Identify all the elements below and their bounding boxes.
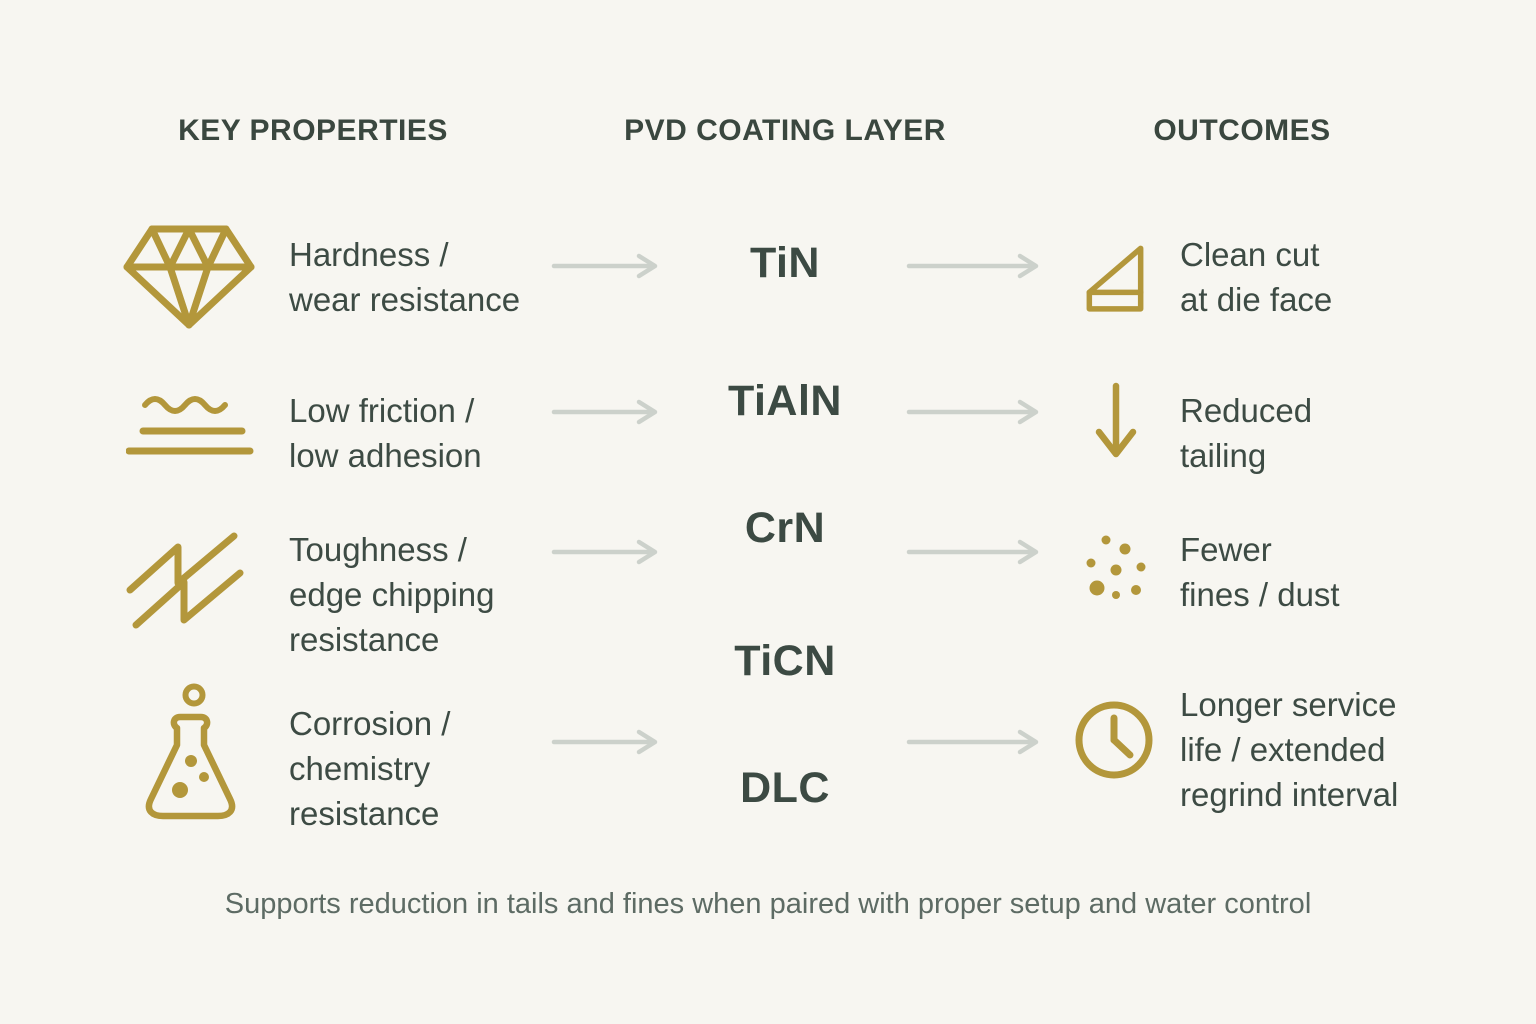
dust-dots-icon bbox=[1072, 524, 1156, 613]
property-label-toughness: Toughness / edge chipping resistance bbox=[289, 531, 495, 658]
flow-arrow-icon bbox=[906, 538, 1042, 571]
column-header-outcomes: OUTCOMES bbox=[1153, 114, 1331, 147]
flask-icon bbox=[132, 682, 250, 829]
property-label-corrosion: Corrosion / chemistry resistance bbox=[289, 705, 451, 832]
clock-icon bbox=[1072, 698, 1156, 787]
coating-dlc: DLC bbox=[740, 764, 830, 812]
diamond-icon bbox=[122, 222, 256, 337]
flow-arrow-icon bbox=[551, 728, 661, 761]
column-header-pvd-coating-layer: PVD COATING LAYER bbox=[624, 114, 946, 147]
coating-tialn: TiAlN bbox=[728, 377, 842, 425]
outcome-label-reduced-tailing: Reduced tailing bbox=[1180, 392, 1313, 474]
waves-icon bbox=[125, 390, 254, 461]
coating-ticn: TiCN bbox=[734, 637, 836, 685]
down-arrow-icon bbox=[1094, 382, 1138, 467]
outcome-label-fewer-fines: Fewer fines / dust bbox=[1180, 531, 1340, 613]
zigzag-icon bbox=[122, 530, 244, 657]
flow-arrow-icon bbox=[906, 252, 1042, 285]
flow-arrow-icon bbox=[551, 398, 661, 431]
flow-arrow-icon bbox=[906, 728, 1042, 761]
flow-arrow-icon bbox=[551, 538, 661, 571]
column-header-key-properties: KEY PROPERTIES bbox=[178, 114, 448, 147]
property-label-hardness: Hardness / wear resistance bbox=[289, 236, 521, 318]
property-label-low-friction: Low friction / low adhesion bbox=[289, 392, 482, 474]
coating-tin: TiN bbox=[750, 239, 820, 287]
coating-crn: CrN bbox=[744, 504, 826, 552]
flow-arrow-icon bbox=[906, 398, 1042, 431]
outcome-label-longer-service-life: Longer service life / extended regrind i… bbox=[1180, 686, 1399, 813]
outcome-label-clean-cut: Clean cut at die face bbox=[1180, 236, 1333, 318]
footer-note: Supports reduction in tails and fines wh… bbox=[224, 888, 1312, 920]
clean-cut-pellet-icon bbox=[1082, 232, 1148, 321]
flow-arrow-icon bbox=[551, 252, 661, 285]
